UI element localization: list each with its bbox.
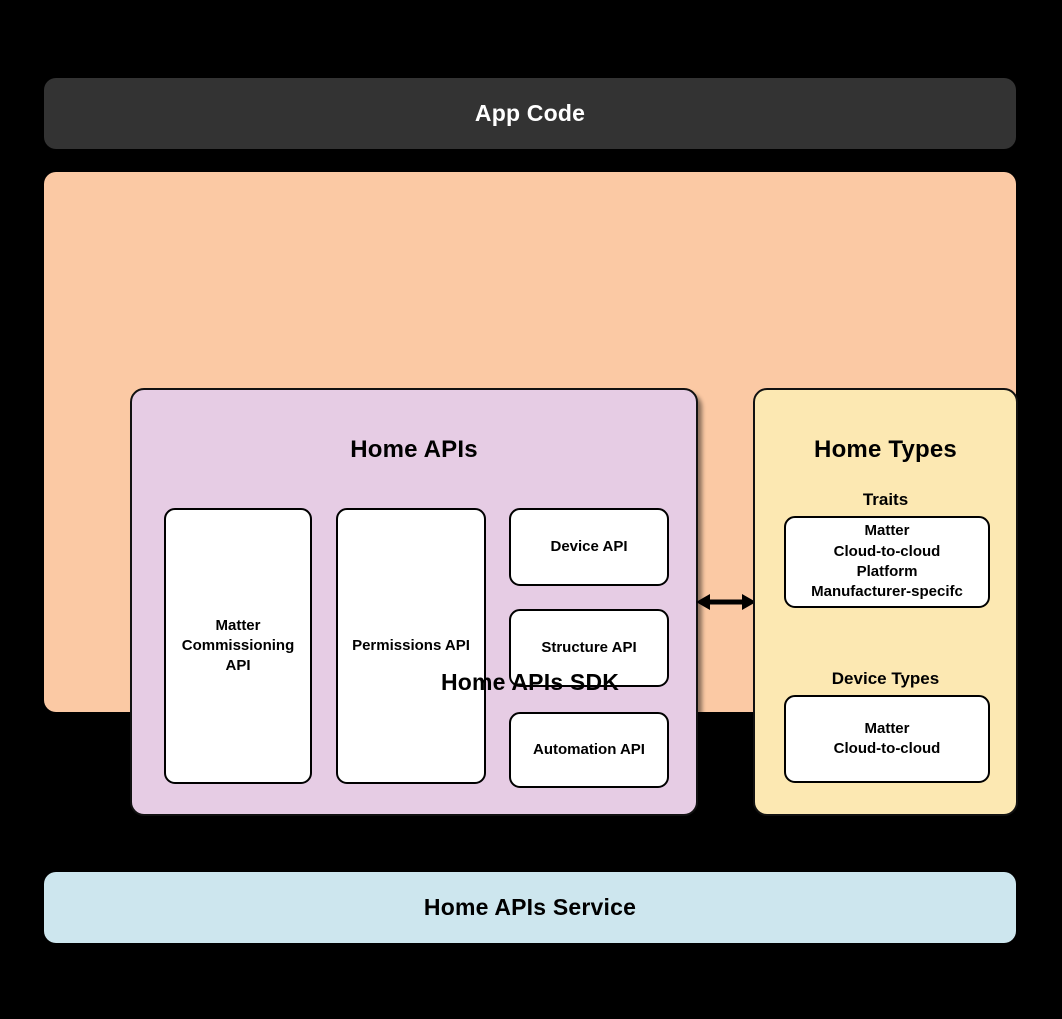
traits-heading: Traits <box>862 490 909 509</box>
app-code-bar: App Code <box>44 78 1016 149</box>
device-api-label: Device API <box>550 538 628 556</box>
matter-commissioning-api-line-3: API <box>225 656 251 674</box>
structure-api-label: Structure API <box>541 639 637 657</box>
double-headed-arrow-icon <box>696 594 756 610</box>
home-apis-sdk-container: Home APIs Matter Commissioning API Permi… <box>44 172 1018 816</box>
traits-line-1: Matter <box>864 522 910 540</box>
traits-line-3: Platform <box>856 563 918 580</box>
device-types-list: Matter Cloud-to-cloud <box>834 719 941 760</box>
traits-box: Matter Cloud-to-cloud Platform Manufactu… <box>784 516 990 608</box>
traits-line-4: Manufacturer-specifc <box>811 583 963 601</box>
structure-api-box: Structure API <box>509 609 669 687</box>
traits-list: Matter Cloud-to-cloud Platform Manufactu… <box>811 521 963 603</box>
device-api-box: Device API <box>509 508 669 586</box>
permissions-api-label: Permissions API <box>352 637 470 655</box>
device-types-line-2: Cloud-to-cloud <box>833 740 941 757</box>
automation-api-box: Automation API <box>509 712 669 788</box>
app-code-label: App Code <box>474 100 586 126</box>
home-types-panel-title: Home Types <box>814 436 957 463</box>
device-types-box: Matter Cloud-to-cloud <box>784 695 990 783</box>
traits-line-2: Cloud-to-cloud <box>833 542 941 560</box>
matter-commissioning-api-box: Matter Commissioning API <box>164 508 312 784</box>
automation-api-label: Automation API <box>533 741 645 759</box>
matter-commissioning-api-label: Matter Commissioning API <box>182 616 295 676</box>
home-apis-sdk-caption: Home APIs SDK <box>440 669 620 695</box>
device-types-line-1: Matter <box>864 719 910 737</box>
home-apis-panel: Home APIs Matter Commissioning API Permi… <box>130 388 698 816</box>
matter-commissioning-api-line-1: Matter <box>215 617 261 635</box>
home-apis-panel-title: Home APIs <box>350 436 478 463</box>
home-apis-service-bar: Home APIs Service <box>44 872 1016 943</box>
home-apis-service-label: Home APIs Service <box>423 894 637 920</box>
permissions-api-box: Permissions API <box>336 508 486 784</box>
matter-commissioning-api-line-2: Commissioning <box>181 637 295 655</box>
device-types-heading: Device Types <box>831 669 940 688</box>
home-types-panel: Home Types Traits Matter Cloud-to-cloud … <box>753 388 1018 816</box>
